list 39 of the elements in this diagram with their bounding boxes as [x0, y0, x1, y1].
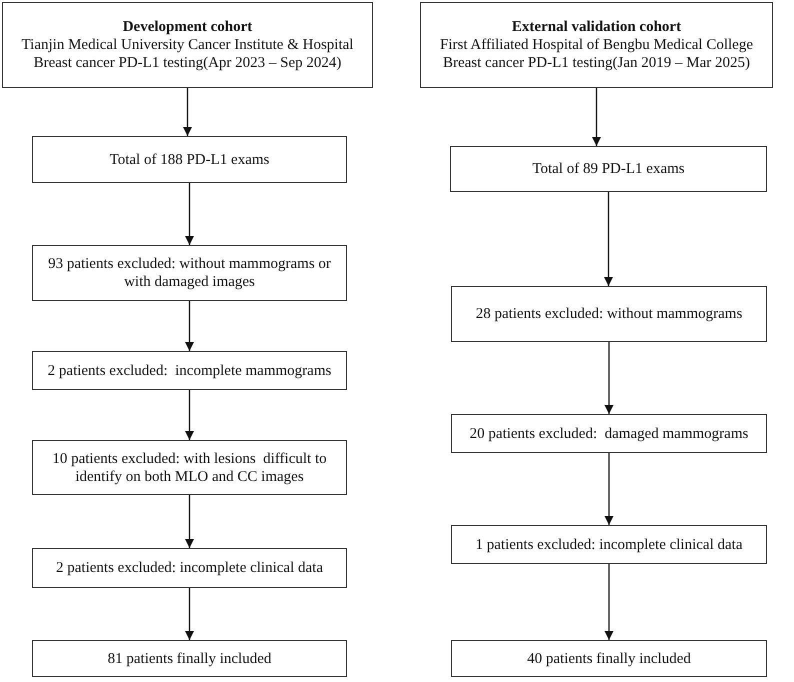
cohort-box — [2, 2, 373, 88]
arrow — [592, 88, 601, 146]
step-box — [451, 640, 767, 677]
step-box — [451, 525, 767, 564]
arrow — [185, 390, 194, 440]
step-text: 2 patients excluded: incomplete mammograms — [48, 362, 332, 380]
step-box — [32, 351, 347, 390]
step-box — [451, 286, 767, 342]
step-text: 81 patients finally included — [108, 650, 272, 668]
step-box — [32, 440, 347, 495]
arrow — [183, 88, 192, 136]
step-box — [451, 414, 767, 453]
step-box — [32, 245, 347, 301]
step-text: 1 patients excluded: incomplete clinical data — [476, 536, 742, 554]
step-box — [32, 136, 347, 183]
arrow — [185, 588, 194, 640]
arrow — [604, 453, 614, 525]
cohort-heading: External validation cohort — [512, 18, 682, 36]
step-text: Total of 188 PD-L1 exams — [110, 150, 270, 168]
arrow — [185, 301, 194, 351]
step-text: Total of 89 PD-L1 exams — [532, 160, 685, 178]
arrow — [604, 192, 613, 286]
arrow — [604, 564, 614, 640]
step-text: 2 patients excluded: incomplete clinical data — [56, 559, 323, 577]
cohort-box — [420, 2, 773, 88]
step-text: 28 patients excluded: without mammograms — [476, 305, 742, 323]
step-text: 40 patients finally included — [527, 650, 691, 668]
cohort-description: First Affiliated Hospital of Bengbu Medical College Breast cancer PD-L1 testing(Jan 2019 – Mar 2025) — [438, 36, 754, 72]
cohort-heading: Development cohort — [122, 18, 252, 36]
arrow — [185, 495, 194, 548]
arrow — [185, 183, 194, 245]
step-box — [32, 548, 347, 588]
step-box — [32, 640, 347, 677]
cohort-description: Tianjin Medical University Cancer Institute & Hospital Breast cancer PD-L1 testing(Apr 2023 – Sep 2024) — [20, 36, 354, 72]
step-text: 93 patients excluded: without mammograms or with damaged images — [47, 255, 332, 291]
step-box — [450, 146, 767, 192]
arrow — [604, 342, 614, 414]
step-text: 10 patients excluded: with lesions difficult to identify on both MLO and CC images — [51, 450, 328, 486]
step-text: 20 patients excluded: damaged mammograms — [470, 424, 748, 442]
